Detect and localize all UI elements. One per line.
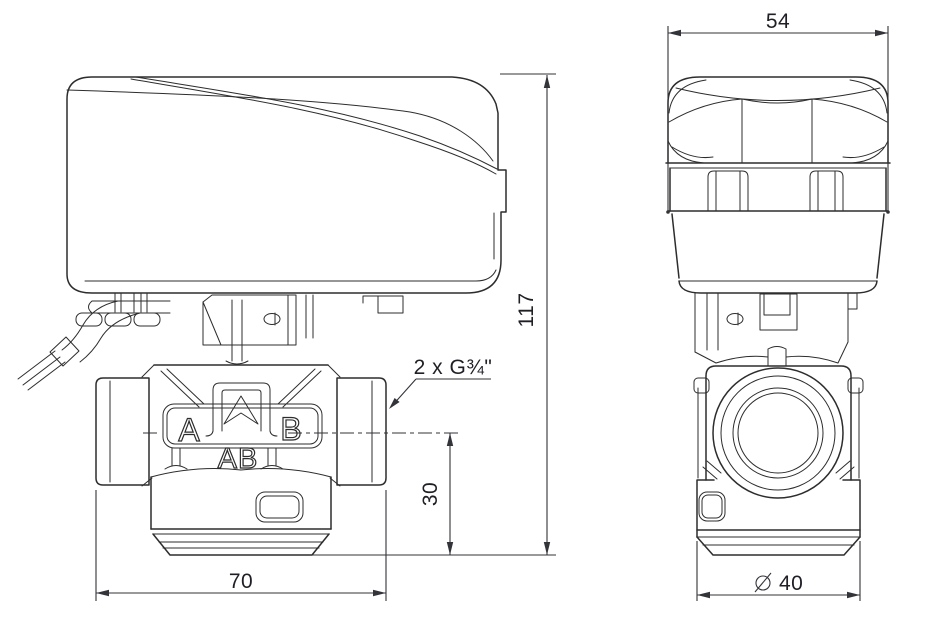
- extension-origin-dot: [886, 210, 890, 214]
- arrowhead-left: [668, 29, 681, 37]
- mounting-bracket-front: [75, 292, 404, 365]
- arrowhead-right: [875, 29, 888, 37]
- dim-valve-length-label: 70: [229, 570, 253, 593]
- port-b-label: B: [280, 411, 301, 447]
- dimension-overall-height: 117: [312, 73, 556, 556]
- arrowhead-right: [373, 589, 386, 597]
- valve-body-side: [693, 365, 864, 556]
- arrowhead-leader: [389, 398, 400, 409]
- port-ab-label: AB: [218, 443, 259, 475]
- port-label-plate: A B AB: [162, 382, 323, 476]
- dim-overall-height-label: 117: [515, 293, 538, 328]
- actuator-side: [665, 76, 891, 294]
- dimension-actuator-width: 54: [666, 10, 890, 214]
- arrowhead-up: [543, 75, 551, 88]
- side-view: [665, 76, 891, 556]
- extension-origin-dot: [666, 210, 670, 214]
- arrowhead-right: [847, 591, 860, 599]
- port-a-label: A: [178, 412, 200, 448]
- front-view: A B AB: [17, 76, 507, 556]
- dimensions: 54 117 30 70: [95, 10, 890, 601]
- dim-actuator-width-label: 54: [766, 10, 790, 33]
- mounting-bracket-side: [694, 292, 858, 367]
- actuator-front: [66, 76, 507, 294]
- thread-callout: 2 x G¾": [389, 356, 492, 409]
- dim-port-axis-height-label: 30: [419, 482, 442, 506]
- arrowhead-left: [96, 589, 109, 597]
- thread-callout-label: 2 x G¾": [414, 356, 493, 379]
- arrowhead-up: [446, 433, 454, 446]
- arrowhead-down: [446, 542, 454, 555]
- diameter-symbol-icon: [754, 572, 772, 593]
- cable-assembly: [17, 300, 171, 391]
- valve-body-front: [95, 364, 387, 556]
- arrowhead-down: [543, 542, 551, 555]
- dimension-valve-length: 70: [95, 490, 387, 601]
- dimension-valve-diameter: 40: [696, 541, 861, 601]
- arrowhead-left: [697, 591, 710, 599]
- dimension-port-axis-height: 30: [143, 432, 459, 555]
- dim-valve-diameter-label: 40: [779, 572, 803, 595]
- flow-direction-arrow-icon: [223, 395, 259, 425]
